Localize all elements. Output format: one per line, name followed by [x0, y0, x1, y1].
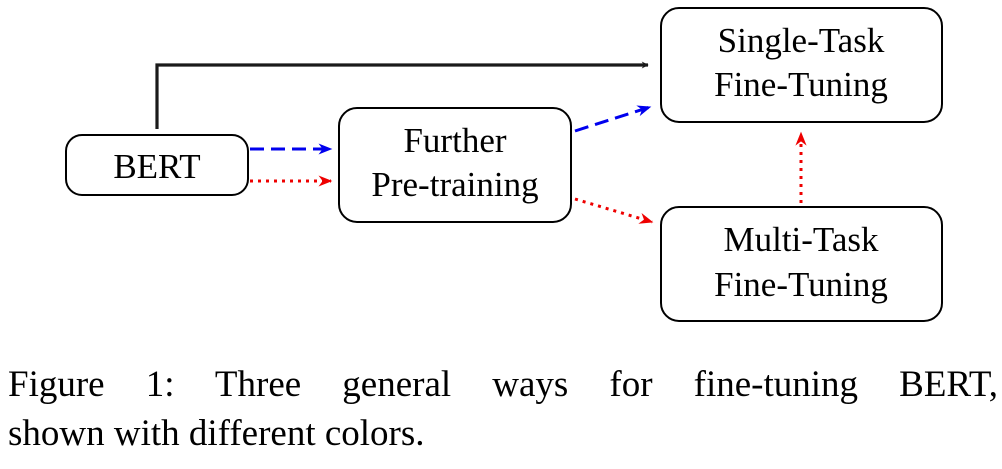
node-multi-task-fine-tuning: Multi-Task Fine-Tuning [660, 206, 943, 322]
node-further-pretraining: Further Pre-training [338, 107, 572, 223]
node-multi-task-line2: Fine-Tuning [714, 265, 888, 304]
flow-diagram: BERT Further Pre-training Single-Task Fi… [65, 7, 943, 322]
node-further-pretraining-box [338, 107, 572, 223]
node-single-task-line2: Fine-Tuning [714, 65, 888, 104]
node-further-pretraining-line1: Further [403, 121, 506, 160]
node-single-task-line1: Single-Task [718, 21, 885, 60]
node-multi-task-box [660, 206, 943, 322]
caption-line-2: shown with different colors. [8, 413, 425, 454]
node-single-task-fine-tuning: Single-Task Fine-Tuning [660, 7, 943, 123]
edge-bert-to-single-task [155, 61, 649, 129]
edge-further-to-single-blue [574, 105, 652, 133]
node-multi-task-line1: Multi-Task [723, 220, 879, 259]
node-bert-box [65, 134, 249, 196]
node-single-task-box [660, 7, 943, 123]
figure-caption: Figure 1: Three general ways for fine-tu… [8, 360, 998, 458]
caption-line-1: Figure 1: Three general ways for fine-tu… [8, 364, 998, 405]
node-bert-label: BERT [113, 147, 200, 186]
node-further-pretraining-line2: Pre-training [371, 165, 538, 204]
edge-further-to-multi-red [574, 197, 654, 224]
node-bert: BERT [65, 134, 249, 196]
